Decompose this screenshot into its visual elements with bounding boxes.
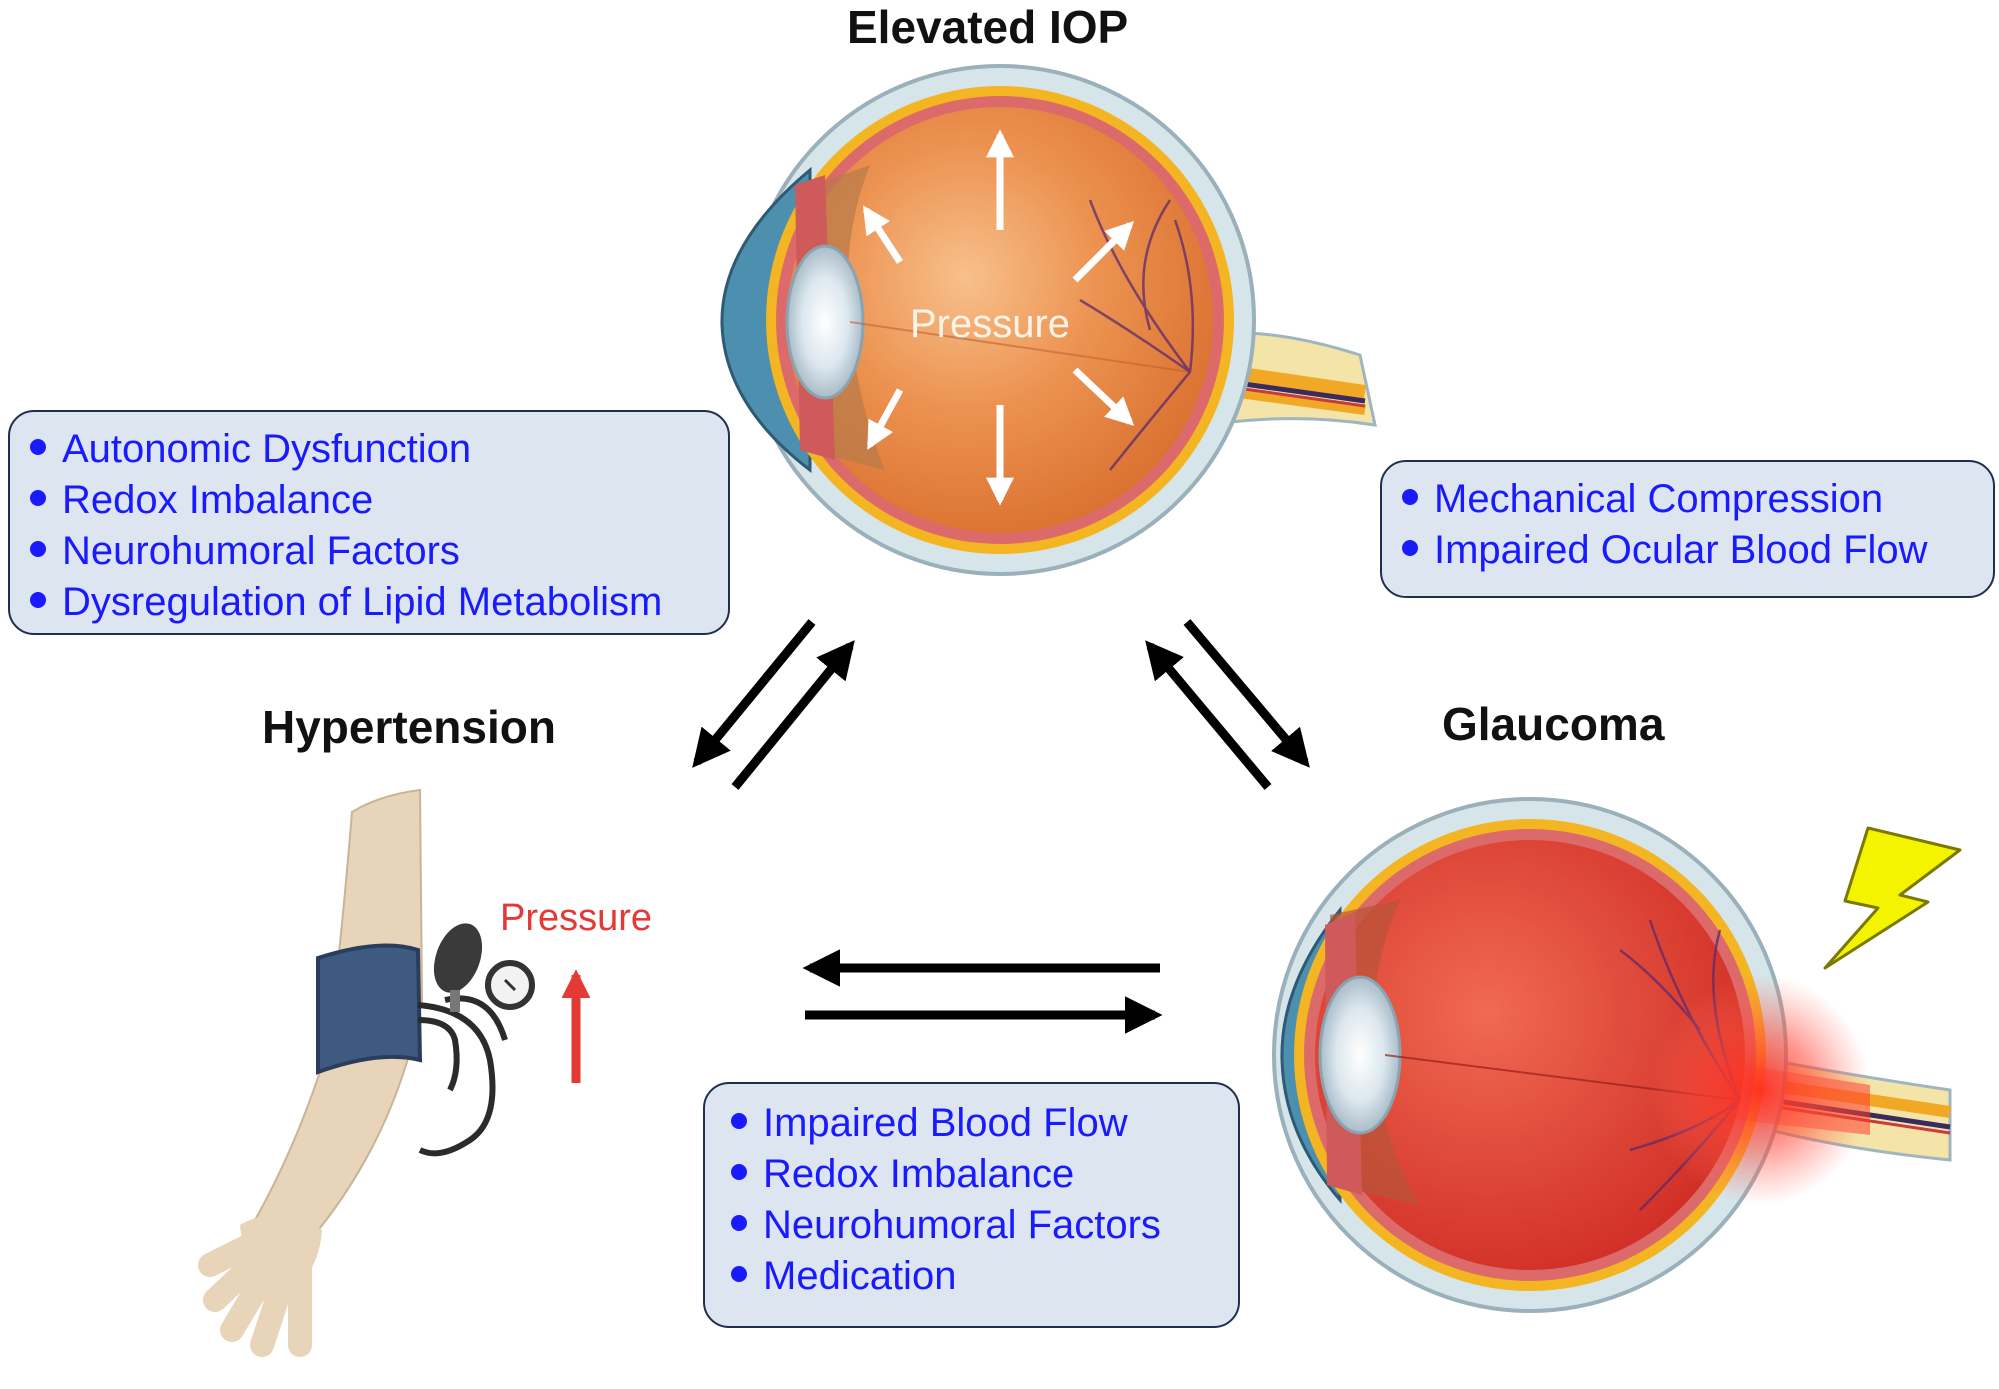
bullet-icon xyxy=(1402,489,1418,506)
bullet-icon xyxy=(1402,540,1418,557)
factor-item: Impaired Ocular Blood Flow xyxy=(1402,525,1973,576)
bullet-icon xyxy=(731,1215,747,1232)
bullet-icon xyxy=(30,490,46,507)
factor-list: Mechanical Compression Impaired Ocular B… xyxy=(1402,474,1973,576)
factors-box-hypertension-iop: Autonomic Dysfunction Redox Imbalance Ne… xyxy=(8,410,730,635)
factor-item: Neurohumoral Factors xyxy=(731,1200,1212,1251)
factor-item: Impaired Blood Flow xyxy=(731,1098,1212,1149)
factor-item: Autonomic Dysfunction xyxy=(30,424,708,475)
bullet-icon xyxy=(731,1113,747,1130)
factor-item: Neurohumoral Factors xyxy=(30,526,708,577)
bullet-icon xyxy=(731,1164,747,1181)
arrow-hypertension-to-iop xyxy=(731,640,855,790)
arm-blood-pressure-illustration xyxy=(198,788,535,1357)
node-title-hypertension: Hypertension xyxy=(262,701,556,753)
glaucoma-eye xyxy=(1272,797,1962,1313)
factor-item: Mechanical Compression xyxy=(1402,474,1973,525)
factor-list: Autonomic Dysfunction Redox Imbalance Ne… xyxy=(30,424,708,628)
arm-pressure-label: Pressure xyxy=(500,897,652,939)
bullet-icon xyxy=(30,541,46,558)
arrow-pairs xyxy=(692,619,1310,1034)
arrow-iop-to-glaucoma xyxy=(1183,619,1310,768)
factor-item: Medication xyxy=(731,1251,1212,1302)
node-title-glaucoma: Glaucoma xyxy=(1442,698,1665,750)
eye-pressure-label: Pressure xyxy=(910,302,1070,346)
arrow-glaucoma-to-iop xyxy=(1145,640,1272,790)
arrow-iop-to-hypertension xyxy=(692,619,816,768)
factor-item: Redox Imbalance xyxy=(30,475,708,526)
factor-item: Redox Imbalance xyxy=(731,1149,1212,1200)
factor-list: Impaired Blood Flow Redox Imbalance Neur… xyxy=(731,1098,1212,1302)
elevated-iop-eye: Pressure xyxy=(720,64,1377,576)
factors-box-hypertension-glaucoma: Impaired Blood Flow Redox Imbalance Neur… xyxy=(703,1082,1240,1328)
factors-box-iop-glaucoma: Mechanical Compression Impaired Ocular B… xyxy=(1380,460,1995,598)
bullet-icon xyxy=(30,592,46,609)
bullet-icon xyxy=(30,439,46,456)
node-title-elevated-iop: Elevated IOP xyxy=(847,1,1129,53)
lightning-icon xyxy=(1823,826,1962,970)
factor-item: Dysregulation of Lipid Metabolism xyxy=(30,577,708,628)
bullet-icon xyxy=(731,1266,747,1283)
